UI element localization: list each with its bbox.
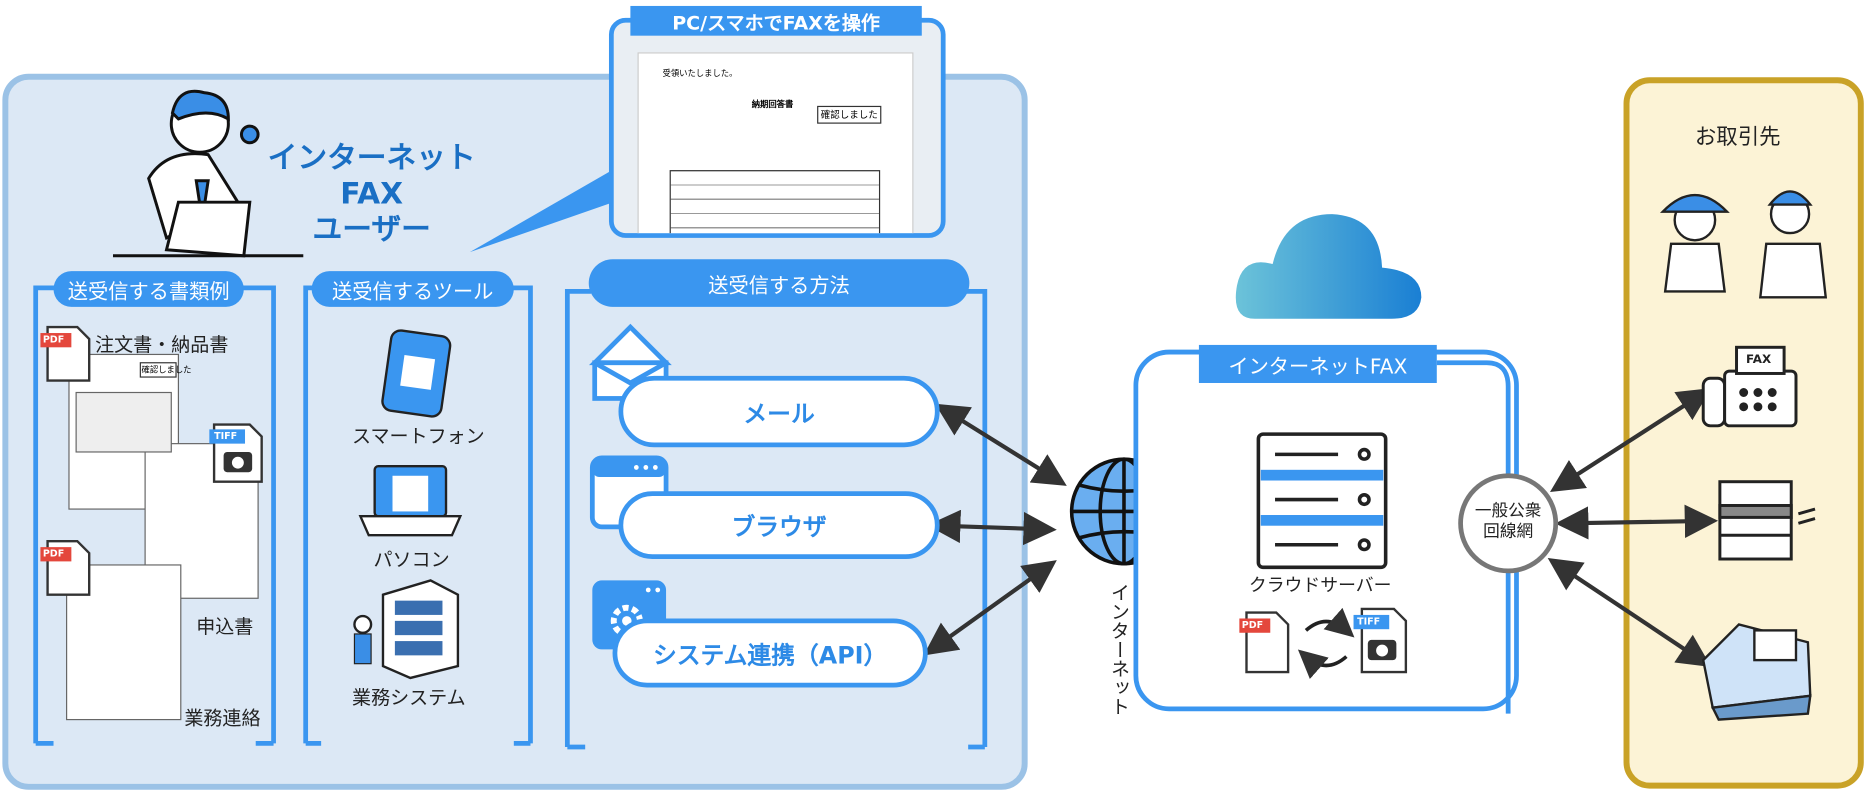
tiff-icon: [1353, 607, 1408, 674]
server-icon: [1256, 432, 1388, 570]
tiff-badge: TIFF: [1357, 616, 1381, 627]
document-label-order: 注文書・納品書: [95, 333, 229, 356]
partners-title: お取引先: [1694, 124, 1781, 150]
cloud-server-label: クラウドサーバー: [1248, 574, 1392, 596]
callout-stamp: 確認しました: [817, 105, 882, 124]
internet-label: インターネット: [1107, 582, 1130, 717]
pdf-icon: [1239, 611, 1290, 674]
callout-doc-title: 納期回答書: [751, 99, 794, 110]
user-person-icon: [112, 89, 304, 258]
cloud-icon: [1235, 214, 1422, 319]
pstn-label: 一般公衆 回線網: [1463, 502, 1553, 542]
internet-fax-header: インターネットFAX: [1198, 344, 1437, 383]
documents-header: 送受信する書類例: [53, 271, 244, 307]
tiff-badge: TIFF: [214, 430, 238, 442]
callout-document: 受領いたしました。 納期回答書 確認しました: [637, 52, 914, 234]
document-label-business: 業務連絡: [184, 706, 261, 730]
multifunction-printer-icon: [1718, 480, 1816, 561]
user-title-line2: ユーザー: [312, 211, 431, 247]
document-stamp: 確認しました: [141, 365, 192, 375]
callout-window: 受領いたしました。 納期回答書 確認しました: [608, 17, 946, 238]
tool-label-business-system: 業務システム: [352, 686, 466, 709]
tiff-icon: [209, 423, 263, 483]
pstn-line: [1436, 360, 1511, 714]
callout-label: PC/スマホでFAXを操作: [630, 5, 922, 36]
fax-badge: FAX: [1746, 353, 1772, 367]
laptop-icon: [358, 465, 463, 537]
pdf-badge: PDF: [1241, 619, 1264, 631]
people-icon: [1659, 190, 1828, 299]
method-mail: メール: [618, 375, 940, 448]
fax-printer-icon: [1701, 623, 1812, 721]
pdf-badge: PDF: [42, 334, 65, 345]
callout-doc-table: [669, 170, 881, 234]
pdf-badge: PDF: [42, 548, 65, 560]
smartphone-icon: [381, 329, 452, 418]
user-title: インターネットFAX ユーザー: [262, 140, 482, 247]
callout-pointer: [469, 166, 631, 253]
pstn-label-line2: 回線網: [1483, 522, 1534, 542]
tools-bracket: [303, 285, 533, 746]
fax-machine-icon: [1701, 345, 1798, 428]
document-thumbnails: [66, 353, 259, 721]
tools-header: 送受信するツール: [311, 271, 514, 307]
methods-bracket: [564, 289, 988, 750]
method-browser: ブラウザ: [618, 491, 940, 560]
business-system-icon: [353, 579, 460, 680]
documents-bracket: [33, 285, 276, 746]
pstn-label-line1: 一般公衆: [1474, 501, 1542, 521]
tool-label-smartphone: スマートフォン: [352, 424, 485, 448]
method-api: システム連携（API）: [612, 618, 928, 688]
tool-label-pc: パソコン: [373, 548, 450, 571]
methods-header: 送受信する方法: [588, 259, 970, 307]
document-label-application: 申込書: [196, 614, 254, 638]
pdf-icon: [40, 325, 91, 596]
pstn-circle: [1458, 473, 1559, 574]
convert-arrows-icon: [1297, 607, 1355, 680]
connection-arrows: [923, 388, 1719, 668]
callout-doc-heading: 受領いたしました。: [662, 68, 738, 79]
user-title-line1: インターネットFAX: [267, 140, 476, 211]
